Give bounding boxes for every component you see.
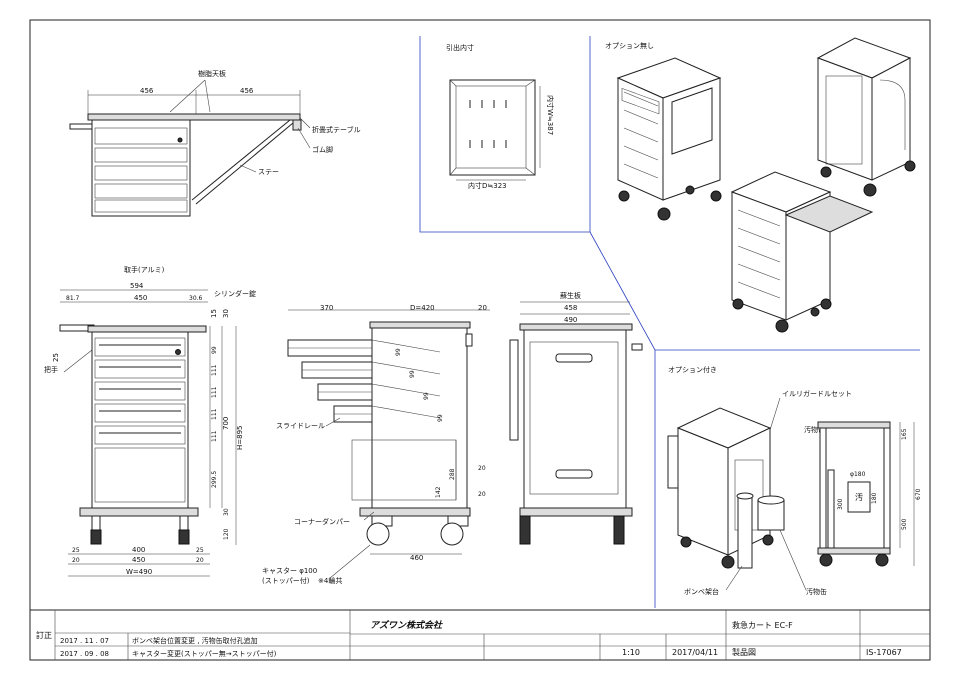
bottom-dim-20: 20 [72,557,80,564]
side-dim-370: 370 [320,304,333,312]
rear-dim-490: 490 [564,316,577,324]
revision-2-text: キャスター変更(ストッパー無→ストッパー付) [132,649,277,658]
revision-1-text: ボンベ架台位置変更 , 汚物缶取付孔追加 [132,636,258,645]
option-dim-180: 180 [871,492,878,504]
drawing-scale: 1:10 [622,648,640,657]
rear-view: 蘇生板 458 490 [509,291,643,545]
waste-can-label: 汚物缶 [806,587,827,596]
top-view: 456 456 樹脂天板 折畳式テーブル ゴム脚 ステー [69,69,361,217]
front-dim-drawer-1: 99 [211,346,218,354]
product-name: 救急カート EC-F [732,620,793,630]
option-dim-670: 670 [915,488,922,500]
drawer-inner-width: 内寸D≒323 [468,181,507,190]
caster-label-2: (ストッパー付) [262,576,310,585]
drawing-number: IS-17067 [866,648,902,657]
sterile-plate-label: 蘇生板 [560,291,581,300]
bottom-dim-25: 25 [72,547,80,554]
front-dim-drawer-2: 111 [211,364,218,376]
bottom-dim-450: 450 [132,556,145,564]
option-with-views: オプション付き イルリガードルセット 汚物缶 汚物缶 ボンベ架台 汚 [667,365,922,596]
option-dim-500: 500 [901,518,908,530]
option-dim-phi180: φ180 [850,471,866,478]
cylinder-stand-label: ボンベ架台 [684,587,719,596]
irrigator-label: イルリガードルセット [782,389,852,398]
front-dim-drawer-4: 111 [211,408,218,420]
rear-dim-458: 458 [564,304,577,312]
side-dim-460: 460 [410,554,423,562]
bottom-dim-400: 400 [132,546,145,554]
side-dim-drawer-1: 99 [395,348,402,356]
side-dim-drawer-2: 99 [409,370,416,378]
slide-rail-label: スライドレール [276,422,325,430]
front-dim-299-5: 299.5 [211,471,218,488]
drawer-inner-depth: 内寸W≒387 [546,95,555,135]
grip-label: 把手 [44,365,58,374]
folding-table-label: 折畳式テーブル [312,125,361,134]
handle-aluminum-label: 取手(アルミ) [124,265,165,274]
option-none-title: オプション無し [605,41,654,50]
option-dim-165: 165 [901,428,908,440]
caster-label-1: キャスター φ100 [262,566,317,575]
waste-can-mark: 汚 [855,492,863,502]
top-dim-left: 456 [140,87,154,95]
front-dim-700: 700 [222,417,230,430]
side-view: 370 D=420 20 99 99 99 99 スライドレール 288 142 [262,304,490,585]
bottom-dim-25b: 25 [196,547,204,554]
side-dim-20b: 20 [478,465,486,472]
drawer-inner-title: 引出内寸 [446,43,474,52]
cylinder-lock-label: シリンダー錠 [214,289,256,298]
front-view: 取手(アルミ) シリンダー錠 594 81.7 450 30.6 25 把手 [44,265,256,577]
front-dim-15: 15 [210,309,218,318]
waste-can-label-top: 汚物缶 [804,425,825,434]
front-dim-450: 450 [134,294,147,302]
front-dim-drawer-3: 111 [211,386,218,398]
revision-2-date: 2017 . 09 . 08 [60,650,109,658]
revision-1-date: 2017 . 11 . 07 [60,637,109,645]
front-dim-25: 25 [52,353,60,362]
side-dim-drawer-3: 99 [423,392,430,400]
side-dim-depth: D=420 [410,304,435,312]
front-dim-drawer-5: 111 [211,430,218,442]
revision-label: 訂正 [36,630,52,640]
option-with-title: オプション付き [668,365,717,374]
bottom-dim-width: W=490 [126,568,152,576]
rubber-feet-label: ゴム脚 [312,145,333,154]
side-dim-20c: 20 [478,491,486,498]
side-dim-20: 20 [478,304,487,312]
company-name: アズワン株式会社 [370,620,443,631]
title-block: 訂正 2017 . 11 . 07 ボンベ架台位置変更 , 汚物缶取付孔追加 2… [29,609,931,661]
drawing-type: 製品図 [732,647,756,657]
side-dim-drawer-4: 99 [437,414,444,422]
front-dim-594: 594 [130,282,144,290]
front-dim-30b: 30 [223,508,230,516]
drawing-date: 2017/04/11 [672,648,718,657]
stay-label: ステー [258,168,279,176]
drawer-panel-frame [419,36,591,233]
front-dim-30: 30 [222,309,230,318]
caster-label-3: ※4輪共 [318,576,342,585]
top-dim-right: 456 [240,87,254,95]
front-dim-height: H=895 [236,426,244,451]
bottom-dim-20b: 20 [196,557,204,564]
side-dim-288: 288 [449,468,456,480]
front-dim-120: 120 [223,528,230,540]
side-dim-142: 142 [435,486,442,498]
resin-top-label: 樹脂天板 [198,69,226,78]
front-dim-81-7: 81.7 [66,295,80,302]
divider-diag [589,231,656,351]
option-none-views: オプション無し [605,37,916,333]
option-dim-300: 300 [837,498,844,510]
drawer-inner-view: 引出内寸 内寸D≒323 内寸W≒387 [446,43,555,190]
front-dim-30-6: 30.6 [189,295,203,302]
corner-damper-label: コーナーダンパー [294,517,350,526]
